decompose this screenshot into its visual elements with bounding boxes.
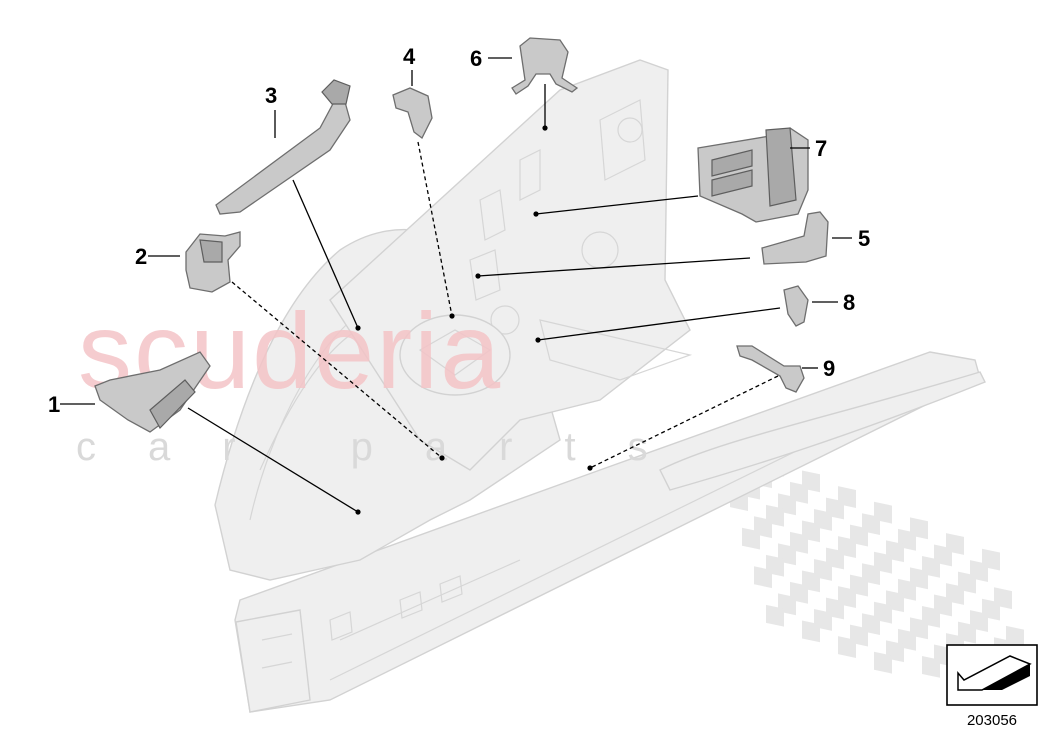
- part-3-strut-brace: [215, 79, 351, 215]
- part-5-bracket: [761, 211, 829, 265]
- orientation-box: 203056: [946, 644, 1038, 729]
- part-9-bracket: [736, 345, 805, 393]
- checker-tile: [922, 655, 940, 678]
- checker-tile: [802, 620, 820, 643]
- part-8-clip: [783, 285, 809, 327]
- callout-5-leader: [477, 257, 751, 277]
- callout-labels: 1 2 3 4 5 6 7 8 9: [48, 44, 870, 417]
- callout-6-dot: [542, 125, 548, 131]
- checker-tile: [874, 651, 892, 674]
- callout-9-label: 9: [823, 356, 835, 381]
- callout-7-dot: [533, 211, 539, 217]
- checker-tile: [742, 527, 760, 550]
- part-7-housing: [697, 127, 809, 223]
- arrow-icon: [957, 655, 1032, 691]
- callout-3-dot: [355, 325, 361, 331]
- callout-4-dot: [449, 313, 455, 319]
- checker-tile: [766, 604, 784, 627]
- callout-1-leader: [187, 407, 359, 513]
- part-6-clip: [511, 37, 579, 95]
- callout-1-label: 1: [48, 392, 60, 417]
- callout-7-label: 7: [815, 136, 827, 161]
- callout-9-dot: [587, 465, 593, 471]
- leader-lines: [60, 57, 852, 515]
- callout-2-dot: [439, 455, 445, 461]
- callout-6-label: 6: [470, 46, 482, 71]
- part-2-mount: [185, 231, 241, 293]
- part-1-bracket: [94, 351, 211, 433]
- body-structure: [214, 59, 986, 713]
- checker-tile: [838, 636, 856, 658]
- callout-1-dot: [355, 509, 361, 515]
- callout-5-label: 5: [858, 226, 870, 251]
- callout-4-leader: [417, 141, 453, 317]
- callout-3-label: 3: [265, 83, 277, 108]
- callout-7-leader: [535, 195, 699, 215]
- checker-tile: [754, 566, 772, 589]
- callout-4-label: 4: [403, 44, 416, 69]
- part-4-bracket: [392, 87, 433, 139]
- callout-2-label: 2: [135, 244, 147, 269]
- reference-code: 203056: [967, 712, 1017, 729]
- callout-2-leader: [231, 281, 443, 459]
- callout-8-leader: [537, 307, 781, 341]
- callout-8-label: 8: [843, 290, 855, 315]
- callout-3-leader: [292, 179, 359, 329]
- watermark-tagline: car parts: [76, 425, 700, 469]
- callout-8-dot: [535, 337, 541, 343]
- callout-5-dot: [475, 273, 481, 279]
